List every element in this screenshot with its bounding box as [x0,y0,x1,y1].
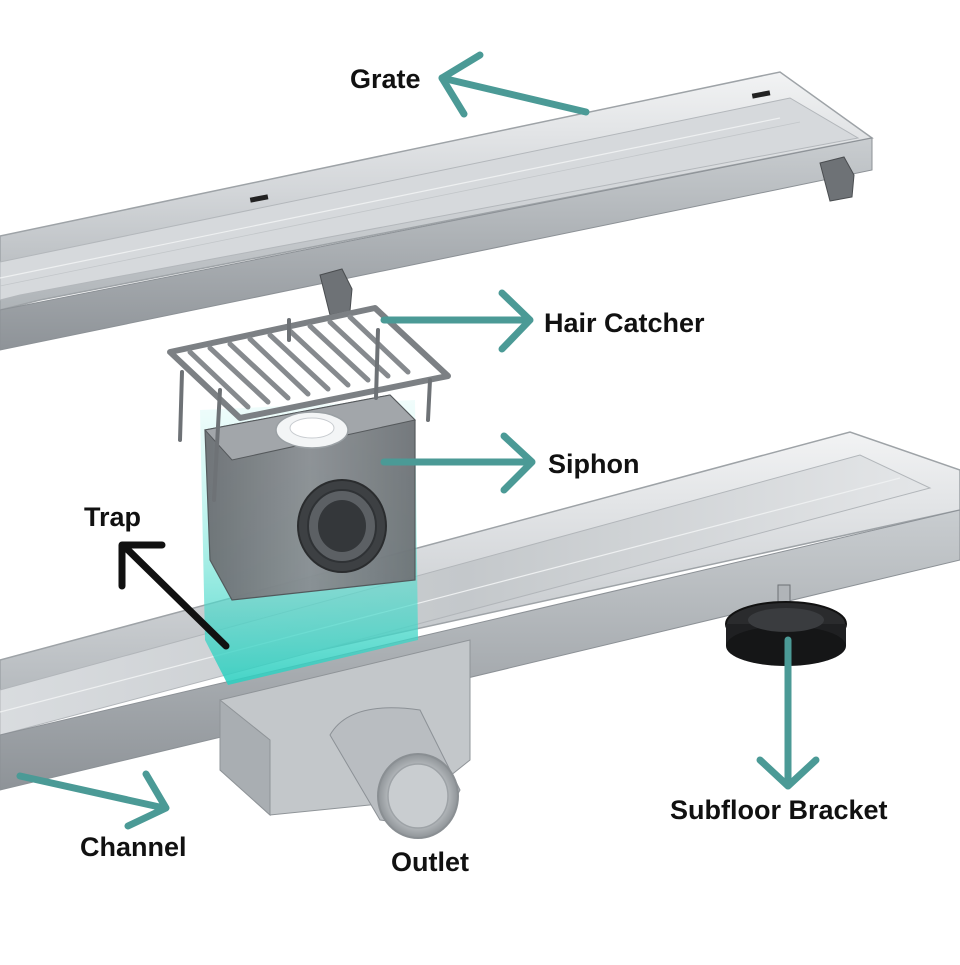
trap-label: Trap [84,502,142,532]
siphon-callout-arrow [380,432,536,494]
hair-catcher-label: Hair Catcher [544,308,705,338]
channel-callout-arrow [16,770,170,830]
hair-catcher-icon [167,305,451,502]
outlet-label: Outlet [391,847,469,877]
grate-label: Grate [350,64,421,94]
grate-callout-arrow [438,51,590,118]
subfloor-bracket-callout-arrow [756,636,820,790]
callout-arrows [16,51,820,830]
subfloor-bracket-label: Subfloor Bracket [670,795,888,825]
subfloor-bracket-icon [725,584,847,666]
siphon-label: Siphon [548,449,640,479]
siphon-icon [204,394,417,601]
grate-icon [0,71,874,351]
outlet-icon [329,707,461,839]
channel-label: Channel [80,832,187,862]
hair-catcher-callout-arrow [380,289,534,353]
trap-callout-arrow [118,541,230,650]
